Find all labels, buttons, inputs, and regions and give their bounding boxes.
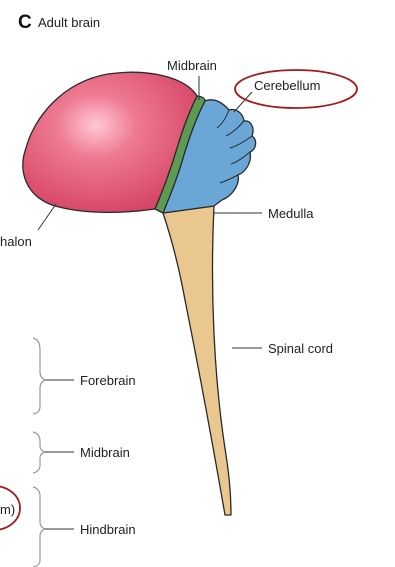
panel-letter: C (18, 12, 32, 33)
hindbrain-bracket (33, 487, 45, 567)
midbrain-group-label: Midbrain (80, 445, 130, 460)
forebrain-label: Forebrain (80, 373, 136, 388)
spinal-cord-shape (163, 206, 231, 515)
hindbrain-label: Hindbrain (80, 522, 136, 537)
telencephalon-label: halon (0, 234, 32, 249)
spinal-cord-label: Spinal cord (268, 341, 333, 356)
partial-left-text: m) (0, 502, 15, 517)
medulla-label: Medulla (268, 206, 314, 221)
midbrain-label: Midbrain (167, 58, 217, 73)
telencephalon-leader-line (38, 204, 56, 230)
panel-title: Adult brain (38, 15, 100, 30)
midbrain-bracket (33, 432, 45, 473)
forebrain-bracket (33, 338, 46, 414)
cerebellum-label: Cerebellum (254, 78, 320, 93)
